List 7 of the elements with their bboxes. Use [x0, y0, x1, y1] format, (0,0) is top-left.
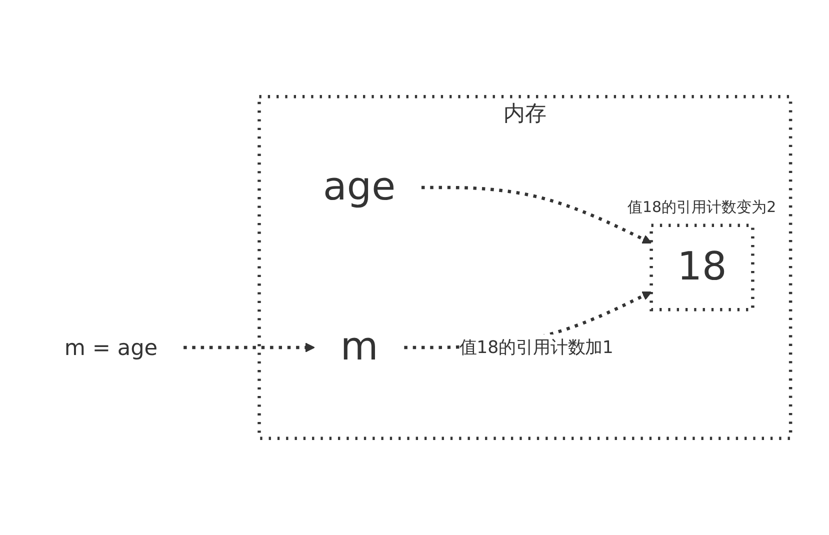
node-text: m: [340, 324, 378, 370]
node-text: m = age: [64, 334, 158, 360]
edge-label: 值18的引用计数加1: [459, 336, 614, 358]
annotation-text: 值18的引用计数变为2: [628, 198, 776, 218]
arrow: [421, 186, 652, 244]
arrow: [184, 342, 315, 352]
node-text: age: [323, 164, 396, 210]
